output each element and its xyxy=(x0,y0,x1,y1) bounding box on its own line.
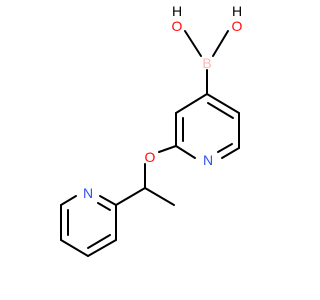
bond-ring1-1 xyxy=(175,93,208,114)
bonds xyxy=(60,30,240,257)
bond-ring2-5-inner xyxy=(87,234,111,249)
nitrogen-label-lower: N xyxy=(83,185,93,201)
bond-ch-methyl xyxy=(144,187,175,206)
bond-ring-ether xyxy=(158,145,177,153)
nitrogen-label-upper: N xyxy=(203,152,213,168)
oxygen-label-left: O xyxy=(172,18,183,34)
molecule-structure: H O H O B N O N xyxy=(60,3,243,257)
atom-labels: H O H O B N O N xyxy=(83,3,243,201)
bond-ring1-4-inner xyxy=(217,143,233,153)
bond-b-oh-left xyxy=(184,30,202,57)
bond-ring1-2-inner xyxy=(207,102,234,119)
bond-ring2-5 xyxy=(87,239,117,257)
hydrogen-label-left: H xyxy=(172,3,182,19)
boron-label: B xyxy=(202,55,211,71)
bond-ring2-1 xyxy=(99,195,117,206)
oxygen-label-right: O xyxy=(232,18,243,34)
bond-ring2-1-inner xyxy=(97,202,111,211)
bond-ring1-4 xyxy=(221,147,240,159)
bond-b-oh-right xyxy=(212,30,229,57)
hydrogen-label-right: H xyxy=(232,3,242,19)
bond-ring2-2 xyxy=(60,195,77,206)
bond-ring1-5 xyxy=(175,145,196,159)
bond-ring2-4 xyxy=(60,239,89,257)
bond-ch-ring2 xyxy=(115,187,146,206)
bond-ring1-2 xyxy=(206,93,240,114)
ether-oxygen-label: O xyxy=(145,149,156,165)
